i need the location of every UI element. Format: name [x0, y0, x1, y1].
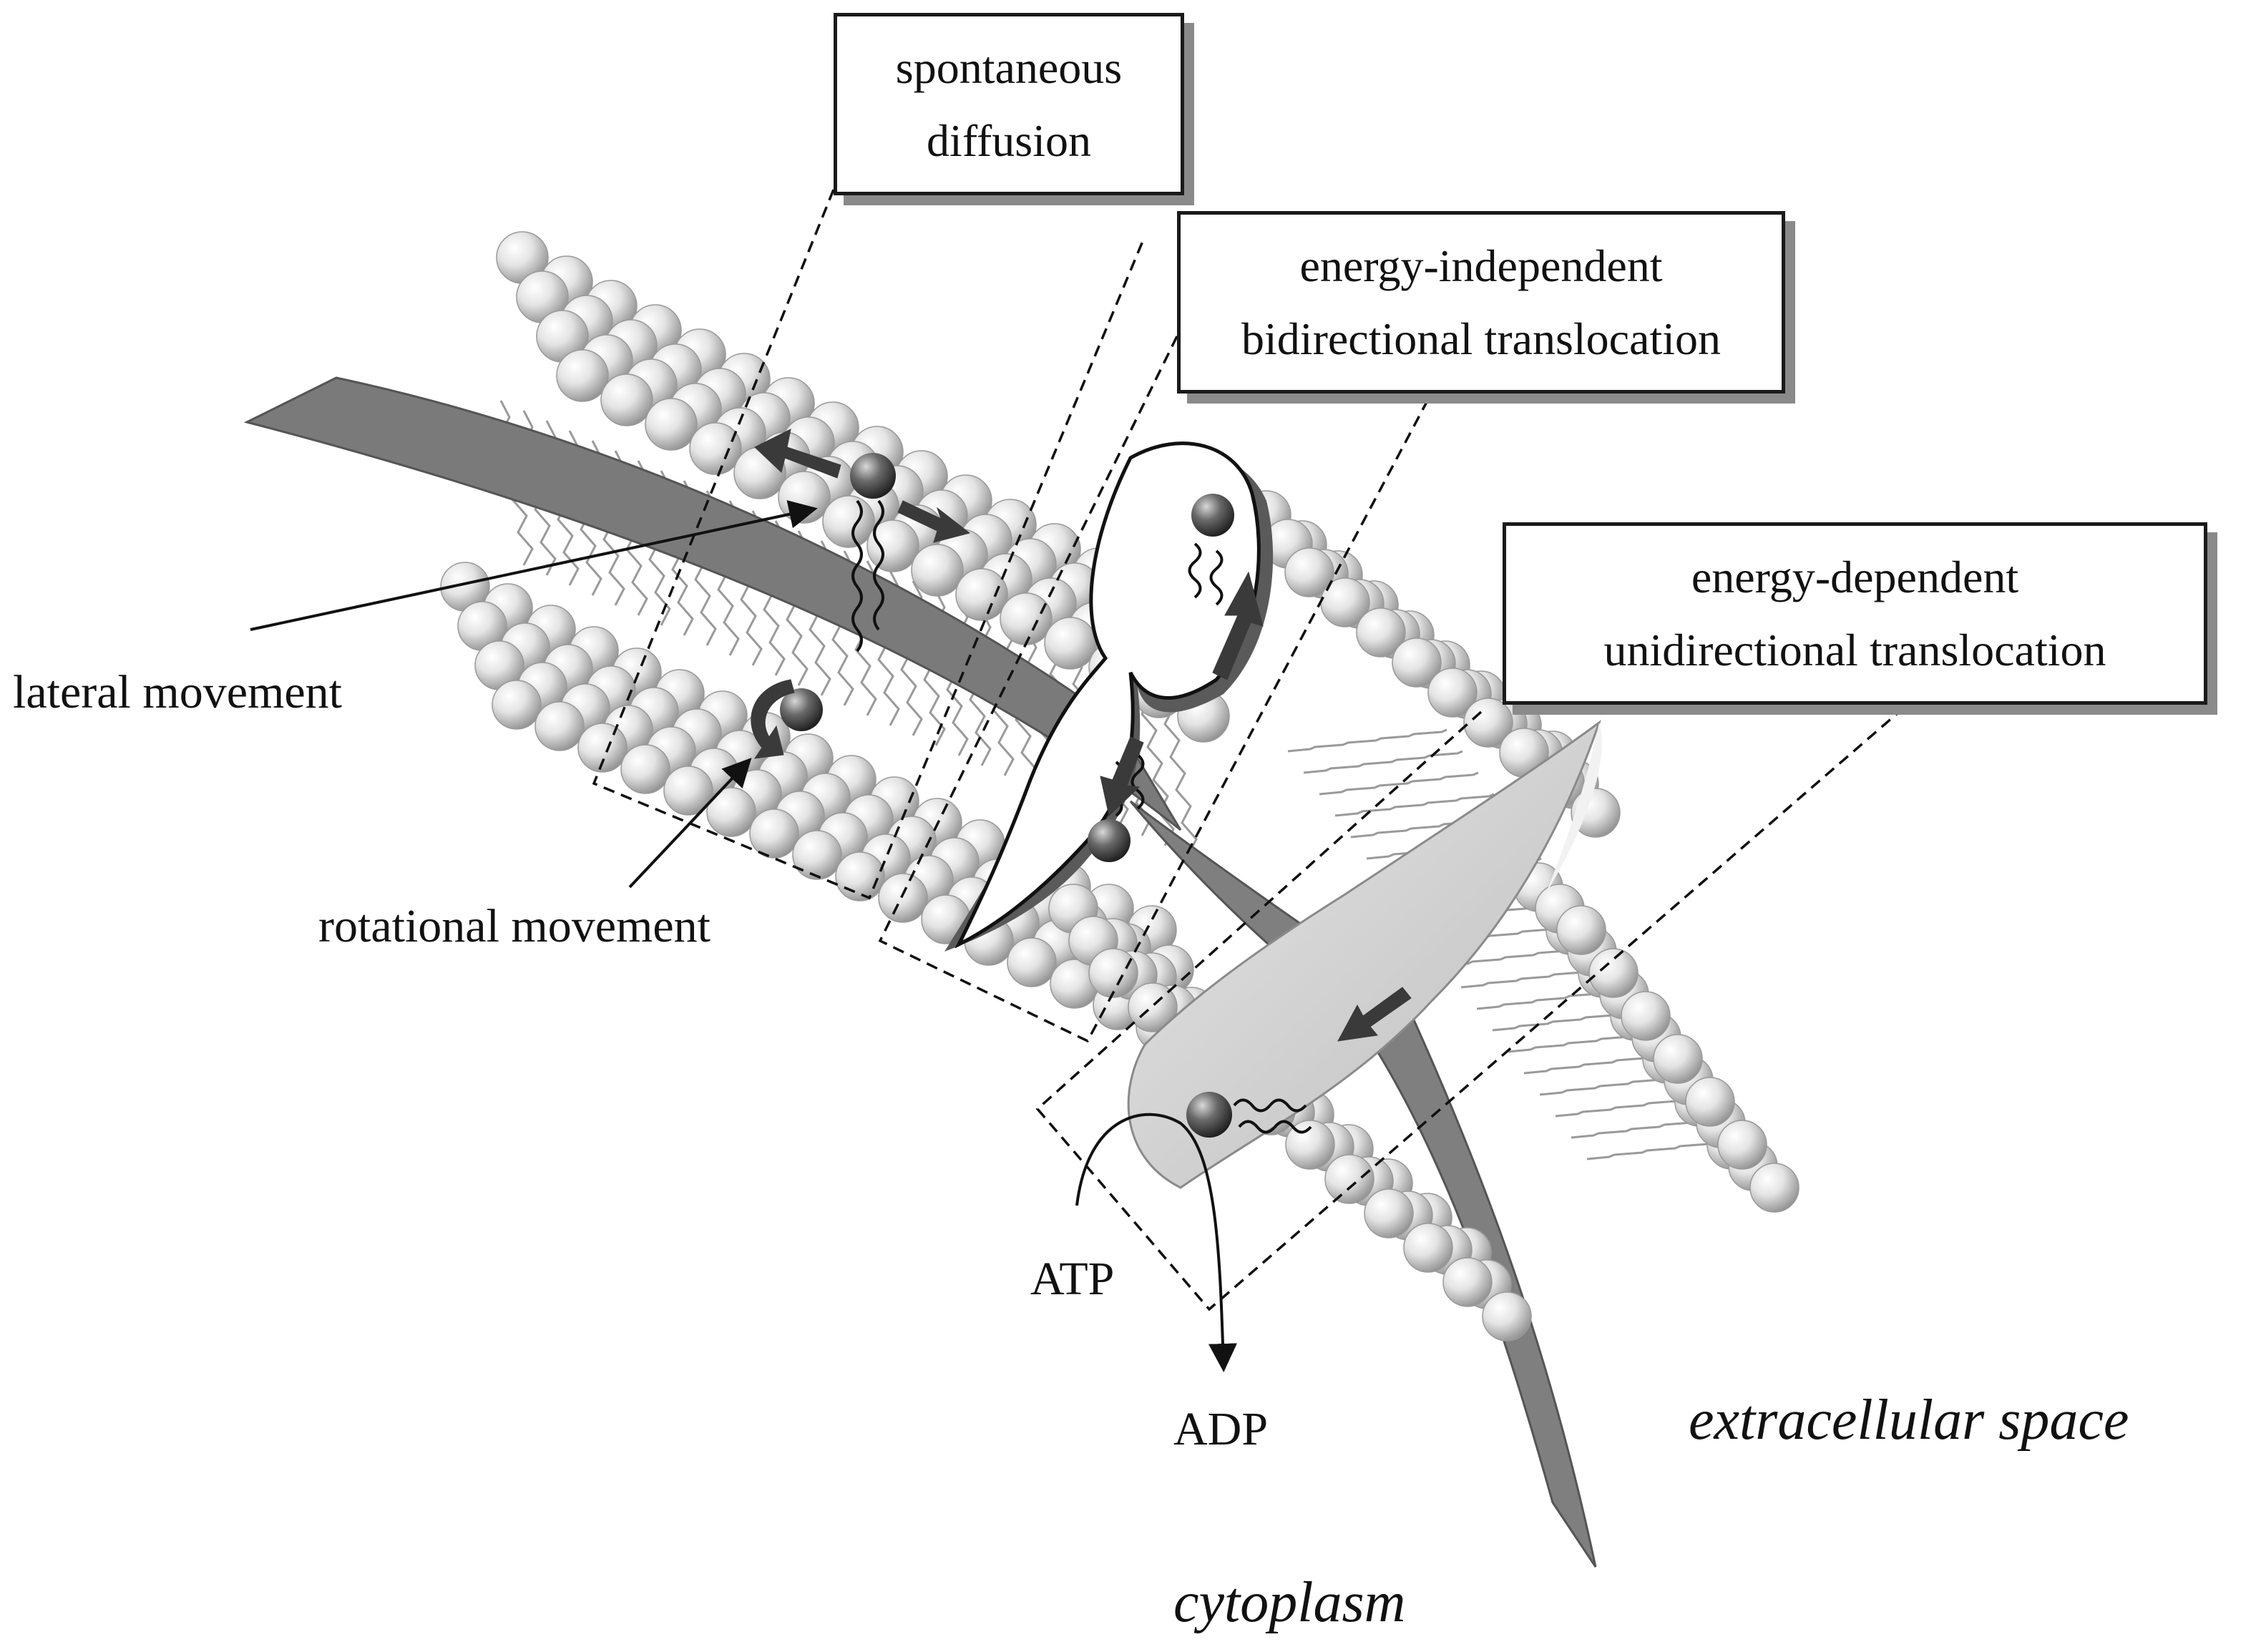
lipid-head-bead [1284, 547, 1334, 597]
lipid-head-bead [577, 723, 627, 773]
spontaneous-diffusion-box: spontaneous diffusion [834, 13, 1184, 195]
lipid-head-bead [1749, 1163, 1799, 1213]
lipid-head-bead [911, 544, 964, 597]
lipid-head-bead [822, 495, 875, 548]
atp-label: ATP [1030, 1253, 1115, 1305]
lipid-head-bead [534, 701, 585, 751]
cytoplasm-label: cytoplasm [1173, 1571, 1406, 1634]
lipid-head-bead [955, 568, 1008, 621]
lipid-head-bead [1588, 948, 1639, 998]
spontaneous-line1: spontaneous [895, 42, 1123, 94]
lipid-head-bead [1442, 1257, 1493, 1307]
lipid-head-bead [1463, 698, 1513, 748]
lipid-head-bead [1324, 1154, 1374, 1204]
flippase-protein [1127, 719, 1601, 1189]
energy-dependent-box: energy-dependent unidirectional transloc… [1503, 522, 2207, 705]
lipid-head-bead [492, 680, 542, 730]
lipid-head-bead [1364, 1188, 1414, 1238]
lipid-head-bead [1392, 637, 1442, 688]
lipid-head-bead [1556, 905, 1606, 955]
lipid-head-bead [1128, 982, 1178, 1032]
lipid-head-bead [1088, 948, 1138, 998]
lateral-movement-label: lateral movement [13, 666, 342, 718]
spontaneous-line2: diffusion [927, 114, 1091, 166]
lipid-head-bead [866, 519, 919, 572]
lipid-head-bead [1427, 668, 1478, 718]
rotational-movement-label: rotational movement [318, 900, 711, 952]
adp-label: ADP [1173, 1403, 1269, 1455]
lipid-head-bead [645, 398, 698, 451]
lipid-head-bead [663, 766, 713, 816]
lipid-head-bead [1007, 937, 1057, 987]
lipid-head-bead [792, 830, 842, 880]
lipid-tail [1303, 750, 1463, 774]
lipid-head-bead [1717, 1120, 1767, 1170]
flippase-ridge [1545, 723, 1602, 894]
lipid-head-bead [1000, 592, 1053, 645]
lipid-head-bead [600, 373, 653, 426]
lipid-head-bead [878, 873, 928, 923]
lipid-head-bead [689, 422, 742, 475]
membrane-band-upper [243, 376, 1182, 831]
energy-dependent-line1: energy-dependent [1691, 552, 2019, 603]
lipid-head-bead [620, 744, 670, 794]
extracellular-space-label: extracellular space [1689, 1389, 2129, 1452]
lipid-head-bead [1685, 1077, 1735, 1127]
movement-arrows [751, 429, 1412, 1042]
lipid-tail [1334, 793, 1495, 817]
scramblase-protein [954, 441, 1261, 949]
lipid-head-bead [556, 349, 609, 402]
dashed-outlines [592, 189, 1905, 1311]
lipid-head-bead [749, 808, 799, 859]
lipid-head-bead [1356, 607, 1406, 658]
energy-independent-line1: energy-independent [1299, 240, 1663, 292]
pointer-arrows [250, 500, 1237, 1372]
lipid-head-bead [1621, 991, 1671, 1041]
lipid-head-bead [1403, 1223, 1453, 1273]
lipid-head-bead [1044, 617, 1097, 670]
energy-independent-line2: bidirectional translocation [1241, 313, 1721, 364]
lipid-tail [1319, 771, 1479, 796]
energy-dependent-line2: unidirectional translocation [1603, 624, 2106, 675]
lipid-tail [1287, 728, 1447, 753]
lipid-tail [1163, 690, 1198, 856]
energy-independent-box: energy-independent bidirectional translo… [1177, 211, 1785, 394]
lipid-head-bead [706, 787, 756, 837]
lipid-head-bead [835, 851, 885, 901]
lipid-head-bead [1653, 1034, 1703, 1084]
lipid-head-bead [1482, 1291, 1532, 1341]
